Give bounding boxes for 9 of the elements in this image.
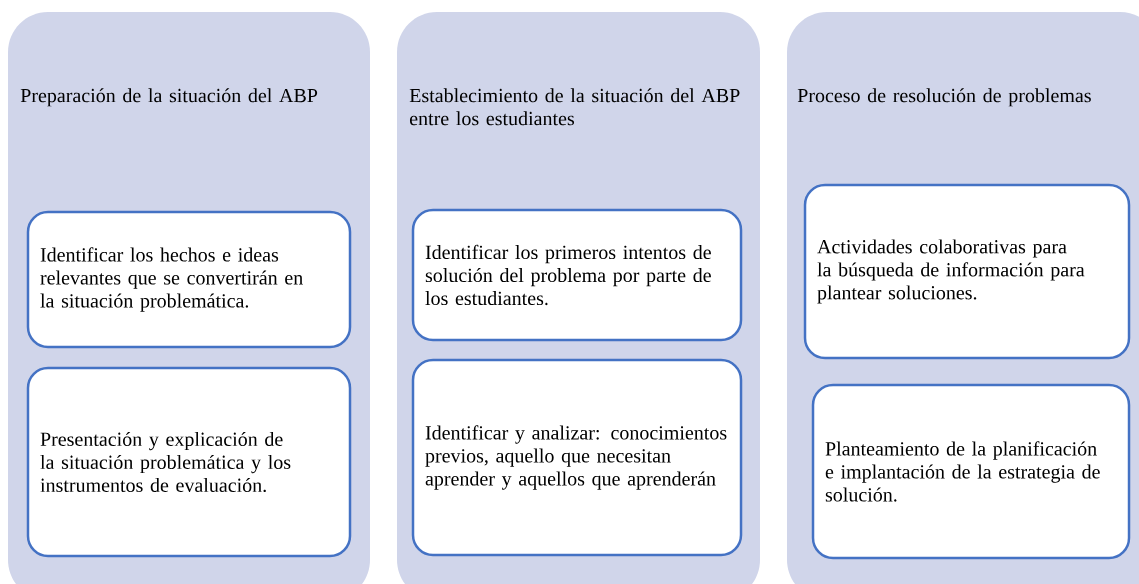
- column-heading: Preparación de la situación del ABP: [20, 88, 318, 107]
- step-box: Identificar y analizar: conocimientos previos, aquello que necesitan aprender y aquellos que aprenderán: [411, 358, 743, 557]
- step-box: Actividades colaborativas para la búsqueda de información para plantear soluciones.: [803, 183, 1131, 360]
- column-heading: Establecimiento de la situación del ABP entre los estudiantes: [409, 88, 740, 126]
- step-box: Identificar los hechos e ideas relevantes que se convertirán en la situación problemática.: [26, 210, 352, 349]
- step-box: Presentación y explicación de la situación problemática y los instrumentos de evaluación.: [26, 366, 352, 558]
- step-box: Identificar los primeros intentos de solución del problema por parte de los estudiantes.: [411, 208, 743, 342]
- column-heading: Proceso de resolución de problemas: [797, 88, 1091, 107]
- step-box: Planteamiento de la planificación e implantación de la estrategia de solución.: [811, 383, 1131, 560]
